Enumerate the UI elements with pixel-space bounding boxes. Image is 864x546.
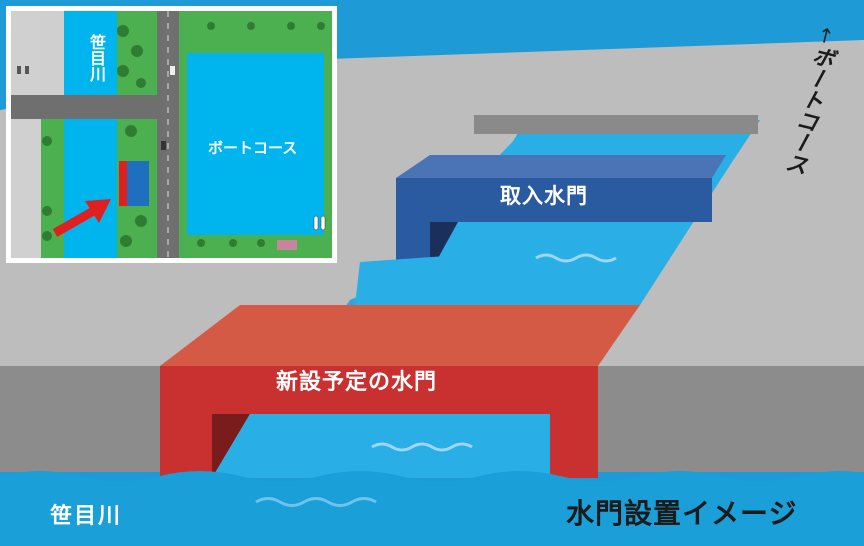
intake-gate-label: 取入水門 [500,184,588,208]
new-gate-top [160,305,640,366]
inset-new-gate [119,161,127,206]
inset-boat-course [187,53,324,235]
intake-gate-opening [436,222,678,262]
left-bank-face [0,366,160,472]
tree-icon [42,22,325,247]
new-gate-label: 新設予定の水門 [276,370,438,395]
new-gate-opening [212,414,550,478]
car-icon [17,66,21,74]
pointer-arrow-icon [52,199,111,237]
inset-canal-label: 笹目川 [87,34,106,82]
new-gate-face [160,366,598,478]
inset-intake [127,161,149,206]
top-road [474,115,758,134]
water-between [355,240,678,305]
inset-course-label: ボートコース [208,139,298,157]
ripple-2 [535,253,617,263]
inset-map: 笹目川 ボートコース [6,6,337,263]
inset-road-h [11,95,167,119]
river-label: 笹目川 [50,504,123,529]
right-bank-face [598,366,864,472]
intake-gate-top [396,155,726,178]
caption-title: 水門設置イメージ [566,497,798,530]
inset-canal-lower [64,119,117,258]
intake-gate-face [396,178,712,262]
ripple-1 [371,442,473,452]
inset-canal-upper [64,11,117,95]
intake-gate-shadow [430,222,458,262]
boat-icon [313,215,326,231]
inset-map-drawing [11,11,332,258]
ripple-3 [255,497,377,507]
river-band [0,471,864,546]
